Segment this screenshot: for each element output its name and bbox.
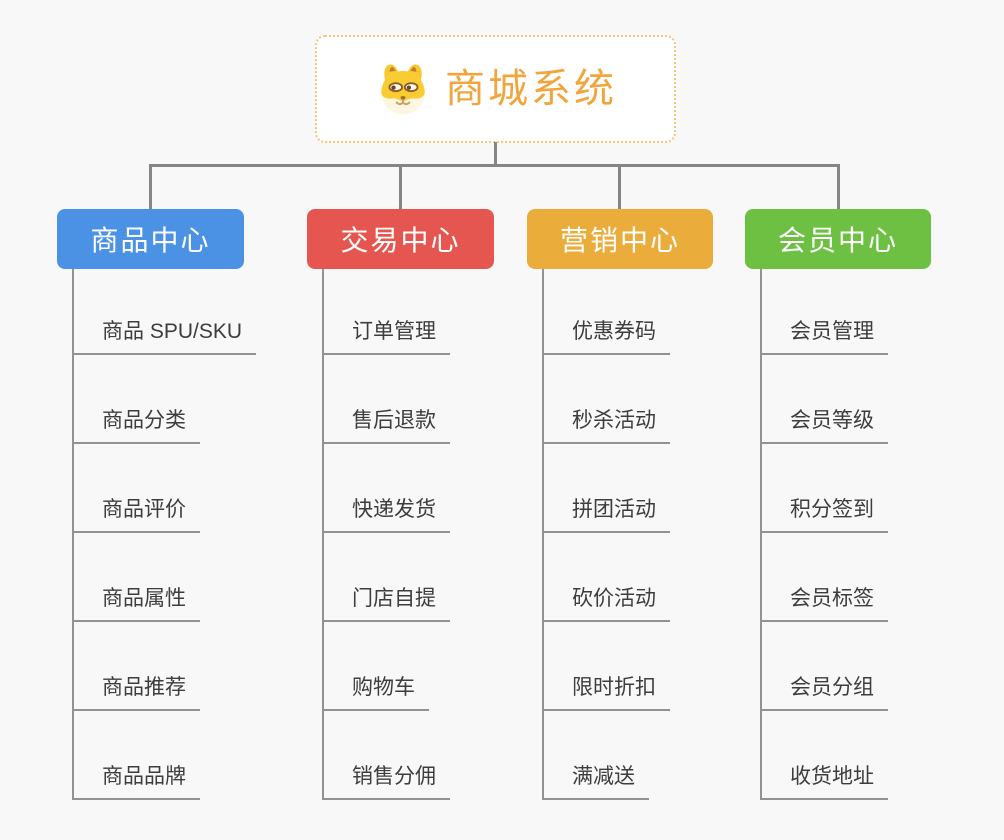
branch-header-label: 交易中心: [340, 225, 461, 256]
branch-header-marketing-center[interactable]: 营销中心: [527, 209, 713, 269]
sub-item[interactable]: 会员分组: [761, 673, 888, 711]
connector-bus: [149, 164, 839, 167]
branch-header-label: 商品中心: [90, 225, 211, 256]
sub-item[interactable]: 收货地址: [761, 762, 888, 800]
branch-header-product-center[interactable]: 商品中心: [57, 209, 244, 269]
sub-item[interactable]: 积分签到: [761, 495, 888, 533]
sub-item[interactable]: 门店自提: [323, 584, 450, 622]
connector-spine: [760, 269, 762, 800]
sub-item[interactable]: 满减送: [543, 762, 649, 800]
branch-header-label: 会员中心: [777, 225, 898, 256]
connector-drop: [618, 164, 621, 210]
sub-item[interactable]: 会员管理: [761, 317, 888, 355]
sub-item[interactable]: 秒杀活动: [543, 406, 670, 444]
sub-item[interactable]: 商品 SPU/SKU: [73, 317, 257, 355]
sub-item[interactable]: 商品属性: [73, 584, 200, 622]
sub-item[interactable]: 销售分佣: [323, 762, 450, 800]
branch-subtree-product: 商品 SPU/SKU 商品分类 商品评价 商品属性 商品推荐 商品品牌: [57, 269, 317, 804]
sub-item[interactable]: 拼团活动: [543, 495, 670, 533]
connector-spine: [542, 269, 544, 800]
connector-drop: [837, 164, 840, 210]
sub-item[interactable]: 售后退款: [323, 406, 450, 444]
branch-subtree-member: 会员管理 会员等级 积分签到 会员标签 会员分组 收货地址: [745, 269, 1004, 804]
sub-item[interactable]: 商品分类: [73, 406, 200, 444]
sub-item[interactable]: 商品品牌: [73, 762, 200, 800]
connector-drop: [399, 164, 402, 210]
root-title: 商城系统: [445, 67, 617, 111]
sub-item[interactable]: 会员标签: [761, 584, 888, 622]
sub-item[interactable]: 订单管理: [323, 317, 450, 355]
branch-header-trade-center[interactable]: 交易中心: [307, 209, 494, 269]
sub-item[interactable]: 砍价活动: [543, 584, 670, 622]
sub-item[interactable]: 商品推荐: [73, 673, 200, 711]
root-node[interactable]: 商城系统: [315, 35, 676, 143]
connector-root-stem: [494, 142, 497, 165]
sub-item[interactable]: 购物车: [323, 673, 429, 711]
sub-item[interactable]: 快递发货: [323, 495, 450, 533]
sub-item[interactable]: 会员等级: [761, 406, 888, 444]
branch-header-label: 营销中心: [559, 225, 680, 256]
sub-item[interactable]: 优惠券码: [543, 317, 670, 355]
dog-icon: [374, 60, 432, 118]
connector-drop: [149, 164, 152, 210]
connector-spine: [72, 269, 74, 800]
branch-subtree-trade: 订单管理 售后退款 快递发货 门店自提 购物车 销售分佣: [307, 269, 567, 804]
branch-subtree-marketing: 优惠券码 秒杀活动 拼团活动 砍价活动 限时折扣 满减送: [527, 269, 787, 804]
connector-spine: [322, 269, 324, 800]
sub-item[interactable]: 商品评价: [73, 495, 200, 533]
sub-item[interactable]: 限时折扣: [543, 673, 670, 711]
branch-header-member-center[interactable]: 会员中心: [745, 209, 931, 269]
